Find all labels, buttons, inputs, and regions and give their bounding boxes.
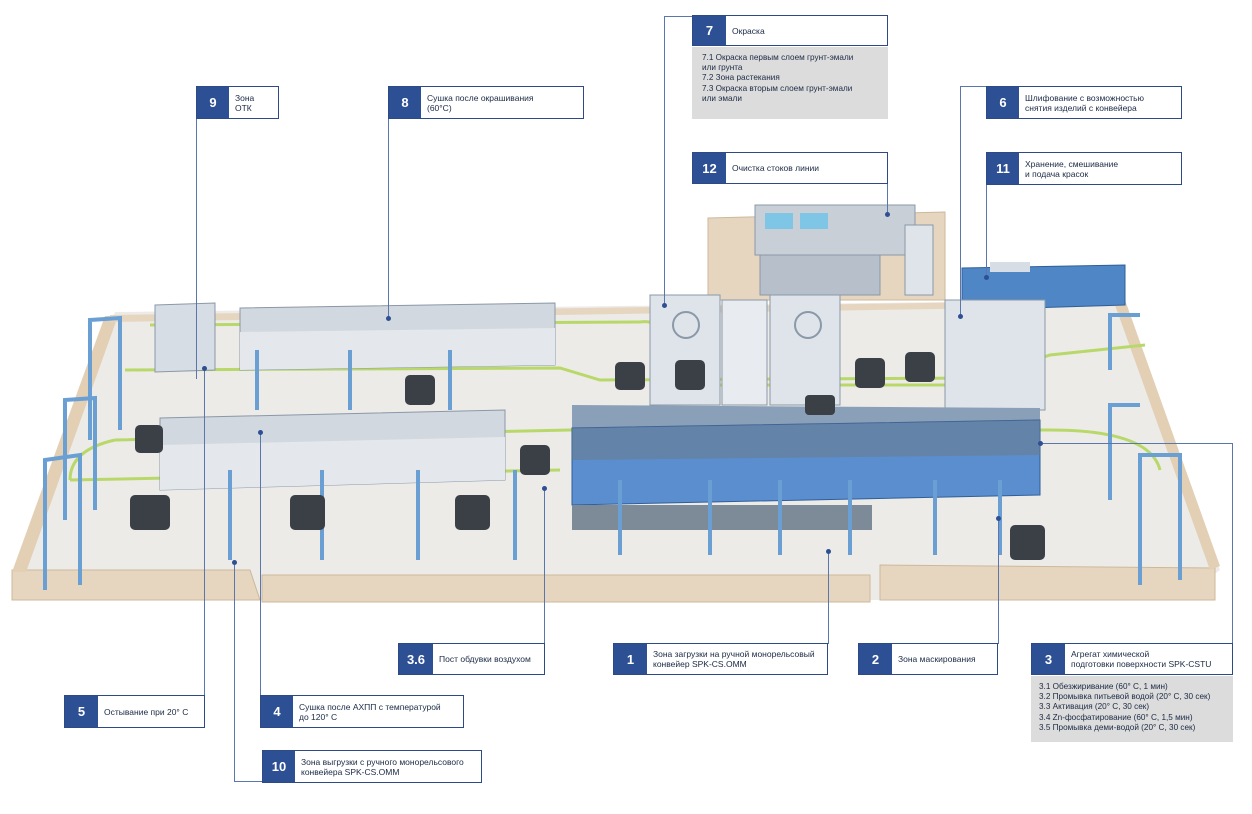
callout-number: 4 bbox=[261, 696, 293, 727]
painting-substeps: 7.1 Окраска первым слоем грунт-эмали или… bbox=[692, 47, 888, 119]
callout-label: Зона загрузки на ручной монорельсовый ко… bbox=[653, 649, 815, 669]
callout-label: Агрегат химической подготовки поверхност… bbox=[1071, 649, 1212, 669]
leader-line bbox=[1232, 443, 1233, 643]
substep: или грунта bbox=[702, 63, 743, 73]
callout-number: 6 bbox=[987, 87, 1019, 118]
leader-line bbox=[1040, 443, 1233, 444]
leader-dot bbox=[996, 516, 1001, 521]
substep: 3.1 Обезжиривание (60° С, 1 мин) bbox=[1039, 682, 1168, 691]
leader-dot bbox=[542, 486, 547, 491]
paint-drying-oven bbox=[239, 302, 556, 371]
callout-label: Зона маскирования bbox=[898, 654, 976, 664]
substep: 7.3 Окраска вторым слоем грунт-эмали bbox=[702, 83, 853, 93]
callout-number: 10 bbox=[263, 751, 295, 782]
substep: 7.1 Окраска первым слоем грунт-эмали bbox=[702, 53, 854, 62]
leader-dot bbox=[958, 314, 963, 319]
callout-4: 4 Сушка после АХПП с температурой до 120… bbox=[260, 695, 464, 728]
callout-3-6: 3.6 Пост обдувки воздухом bbox=[398, 643, 545, 675]
callout-7: 7 Окраска bbox=[692, 15, 888, 46]
callout-number: 7 bbox=[693, 16, 726, 45]
callout-3: 3 Агрегат химической подготовки поверхно… bbox=[1031, 643, 1233, 675]
leader-dot bbox=[1038, 441, 1043, 446]
leader-line bbox=[887, 184, 888, 216]
paint-storage-container bbox=[961, 262, 1126, 311]
pretreatment-substeps: 3.1 Обезжиривание (60° С, 1 мин) 3.2 Про… bbox=[1031, 676, 1233, 742]
substep: 3.2 Промывка питьевой водой (20° С, 30 с… bbox=[1039, 692, 1211, 702]
leader-dot bbox=[386, 316, 391, 321]
callout-number: 8 bbox=[389, 87, 421, 118]
callout-2: 2 Зона маскирования bbox=[858, 643, 998, 675]
leader-line bbox=[234, 781, 262, 782]
leader-line bbox=[998, 518, 999, 644]
leader-line bbox=[828, 551, 829, 644]
leader-line bbox=[544, 488, 545, 645]
leader-line bbox=[234, 562, 235, 782]
callout-8: 8 Сушка после окрашивания (60°С) bbox=[388, 86, 584, 119]
leader-dot bbox=[826, 549, 831, 554]
callout-number: 3.6 bbox=[399, 644, 433, 674]
callout-10: 10 Зона выгрузки с ручного монорельсовог… bbox=[262, 750, 482, 783]
callout-label: Окраска bbox=[732, 25, 765, 36]
leader-line bbox=[204, 370, 205, 695]
callout-number: 1 bbox=[614, 644, 647, 674]
wastewater-unit bbox=[754, 204, 934, 296]
callout-1: 1 Зона загрузки на ручной монорельсовый … bbox=[613, 643, 828, 675]
callout-label: Очистка стоков линии bbox=[732, 163, 820, 173]
substep: 3.5 Промывка деми-водой (20° С, 30 сек) bbox=[1039, 722, 1196, 732]
front-wall-center bbox=[261, 574, 871, 603]
callout-label: Зона выгрузки с ручного монорельсового к… bbox=[301, 756, 464, 777]
callout-number: 2 bbox=[859, 644, 892, 674]
callout-label: Шлифование с возможностью снятия изделий… bbox=[1025, 92, 1144, 113]
leader-dot bbox=[984, 275, 989, 280]
callout-number: 11 bbox=[987, 153, 1019, 184]
front-wall bbox=[11, 569, 261, 601]
leader-line bbox=[986, 168, 987, 278]
leader-dot bbox=[662, 303, 667, 308]
leader-line bbox=[260, 432, 261, 697]
substep: или эмали bbox=[702, 93, 742, 103]
substep: 3.4 Zn-фосфатирование (60° С, 1,5 мин) bbox=[1039, 712, 1193, 722]
callout-label: Пост обдувки воздухом bbox=[439, 654, 531, 664]
leader-line bbox=[388, 119, 389, 319]
steel-frames bbox=[43, 313, 1182, 590]
leader-dot bbox=[885, 212, 890, 217]
callout-label: Зона ОТК bbox=[235, 92, 255, 113]
callout-9: 9 Зона ОТК bbox=[196, 86, 279, 119]
callout-label: Сушка после окрашивания (60°С) bbox=[427, 92, 534, 113]
callout-label: Хранение, смешивание и подача красок bbox=[1025, 158, 1119, 179]
callout-number: 9 bbox=[197, 87, 229, 118]
leader-line bbox=[664, 16, 665, 306]
callout-12: 12 Очистка стоков линии bbox=[692, 152, 888, 184]
leader-dot bbox=[258, 430, 263, 435]
leader-line bbox=[664, 16, 692, 17]
callout-number: 12 bbox=[693, 153, 726, 183]
leader-dot bbox=[202, 366, 207, 371]
substep: 7.2 Зона растекания bbox=[702, 73, 780, 83]
front-wall-right bbox=[879, 564, 1216, 601]
callout-label: Остывание при 20° С bbox=[104, 706, 189, 717]
leader-line bbox=[960, 86, 961, 316]
callout-11: 11 Хранение, смешивание и подача красок bbox=[986, 152, 1182, 185]
truck-cabs bbox=[130, 352, 1045, 560]
callout-6: 6 Шлифование с возможностью снятия издел… bbox=[986, 86, 1182, 119]
callout-number: 3 bbox=[1032, 644, 1065, 674]
leader-dot bbox=[232, 560, 237, 565]
paint-booths bbox=[649, 294, 841, 406]
callout-number: 5 bbox=[65, 696, 98, 727]
leader-line bbox=[960, 86, 986, 87]
leader-line bbox=[196, 119, 197, 379]
callout-5: 5 Остывание при 20° С bbox=[64, 695, 205, 728]
right-wall bbox=[1115, 300, 1220, 570]
callout-label: Сушка после АХПП с температурой до 120° … bbox=[299, 701, 441, 722]
pretreatment-drying-oven bbox=[159, 409, 506, 491]
substep: 3.3 Активация (20° С, 30 сек) bbox=[1039, 702, 1150, 712]
cooling-booth bbox=[154, 302, 216, 373]
